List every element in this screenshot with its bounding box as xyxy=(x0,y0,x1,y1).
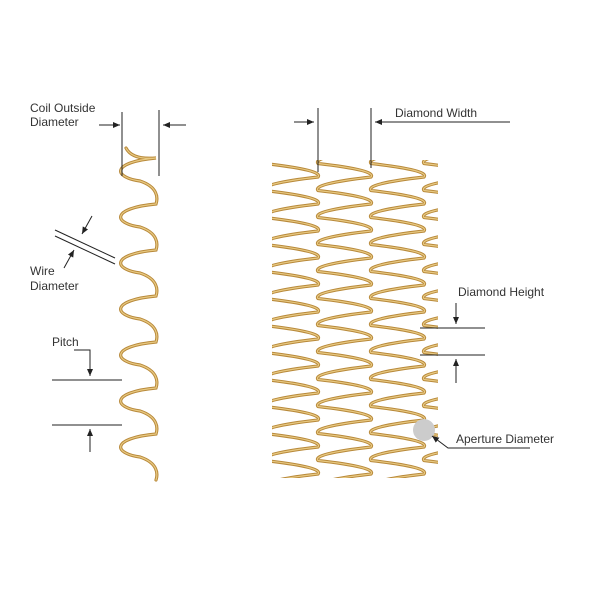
single-coil-spiral xyxy=(119,146,159,482)
mesh-spiral-wire xyxy=(211,150,265,501)
coil-outside-diameter-label: Coil Outside xyxy=(30,101,96,115)
coil-mesh xyxy=(211,150,438,501)
coil-wire xyxy=(120,147,158,481)
mesh-spiral-wire xyxy=(316,160,373,478)
wire-diameter-label-2: Diameter xyxy=(30,279,79,293)
coil-wire xyxy=(119,146,159,482)
aperture-diameter-annotation: Aperture Diameter xyxy=(413,419,554,449)
mesh-spiral-wire xyxy=(272,163,320,478)
aperture-diameter-label: Aperture Diameter xyxy=(456,432,554,446)
diamond-height-label: Diamond Height xyxy=(458,285,545,299)
aperture-circle xyxy=(413,419,435,441)
diamond-width-label: Diamond Width xyxy=(395,106,477,120)
diamond-height-annotation: Diamond Height xyxy=(420,285,545,383)
pitch-annotation: Pitch xyxy=(52,335,122,452)
mesh-spiral-wire xyxy=(211,150,265,501)
diamond-width-annotation: Diamond Width xyxy=(294,106,510,172)
coil-outside-diameter-annotation: Coil Outside Diameter xyxy=(30,101,186,176)
wire-diameter-label: Wire xyxy=(30,264,55,278)
wire-diameter-annotation: Wire Diameter xyxy=(30,215,116,293)
mesh-spiral-wire xyxy=(369,160,426,478)
pitch-label: Pitch xyxy=(52,335,79,349)
mesh-spiral-wire xyxy=(422,160,438,463)
coil-outside-diameter-label-2: Diameter xyxy=(30,115,79,129)
